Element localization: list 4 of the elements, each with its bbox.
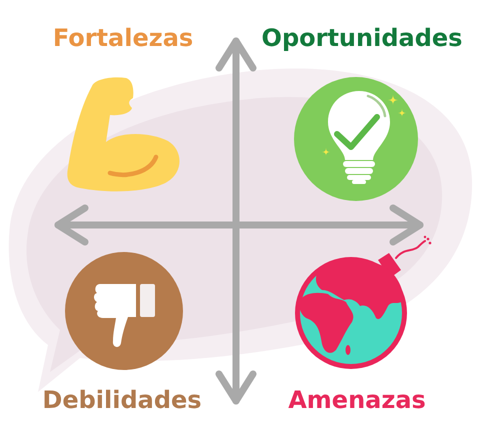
quadrant-title: Debilidades <box>42 386 202 414</box>
quadrant-title: Fortalezas <box>52 24 194 52</box>
quadrant-title: Oportunidades <box>262 24 462 52</box>
quadrant-title: Amenazas <box>288 386 426 414</box>
